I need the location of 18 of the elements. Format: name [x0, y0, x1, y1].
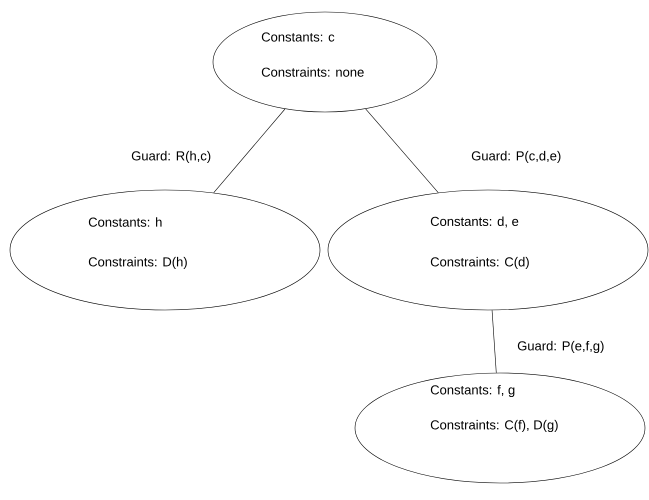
edge-label: Guard: P(c,d,e) [472, 150, 560, 164]
node-text: Constraints: D(h) [88, 256, 187, 270]
node-text: Constraints: C(f), D(g) [430, 420, 558, 432]
ellipse-node [328, 190, 648, 310]
connector-line [213, 108, 286, 194]
node-text: Constants: c [262, 32, 334, 42]
node-text: Constants: d, e [430, 216, 518, 228]
connector-line [492, 310, 497, 374]
node-text: Constraints: C(d) [430, 256, 529, 270]
node-text: Constants: h [88, 217, 162, 227]
ellipse-node [10, 190, 320, 310]
edge-label: Guard: R(h,c) [132, 150, 210, 164]
node-text: Constraints: none [262, 67, 364, 77]
ellipse-node [212, 12, 438, 112]
ellipse-node [354, 372, 646, 484]
connector-line [365, 108, 439, 193]
edge-label: Guard: P(e,f,g) [518, 340, 604, 354]
node-text: Constants: f, g [430, 384, 514, 398]
